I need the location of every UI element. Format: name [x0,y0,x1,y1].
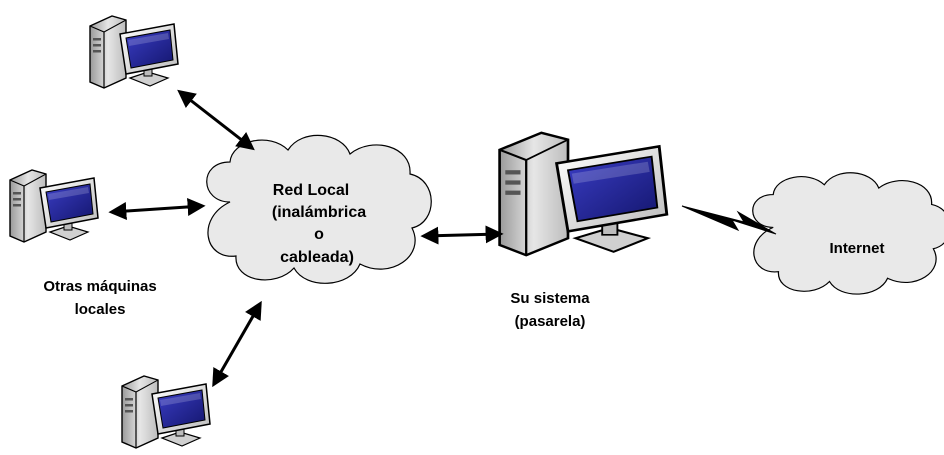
lan-label-line1: Red Local [272,182,350,199]
arrow-left-computer [108,197,206,221]
gateway-computer-icon [498,131,669,257]
arrow-bottom-computer [212,300,262,388]
computer-icon-top [89,15,179,89]
lan-cloud-label-3: o [254,224,384,246]
computer-icon-left [9,169,99,243]
local-machines-label: Otras máquinas locales [20,275,180,321]
arrow-gateway [420,225,504,245]
lan-label-line2: (inalámbrica [271,204,367,221]
arrow-top-computer [177,89,255,151]
lightning-link-icon [681,205,777,235]
gateway-line2: (pasarela) [514,313,586,330]
local-machines-line1: Otras máquinas [43,278,157,295]
lan-label-line3: o [314,226,324,243]
internet-cloud [752,172,944,295]
computer-icon-bottom [121,375,211,449]
gateway-label: Su sistema (pasarela) [480,287,620,333]
lan-cloud-label-4: cableada) [252,247,382,269]
internet-label: Internet [829,240,885,257]
lan-cloud-label: Red Local [246,180,376,202]
lan-label-line4: cableada) [280,249,354,266]
local-machines-line2: locales [74,301,126,318]
lan-cloud-label-2: (inalámbrica [254,202,384,224]
gateway-line1: Su sistema [510,290,590,307]
